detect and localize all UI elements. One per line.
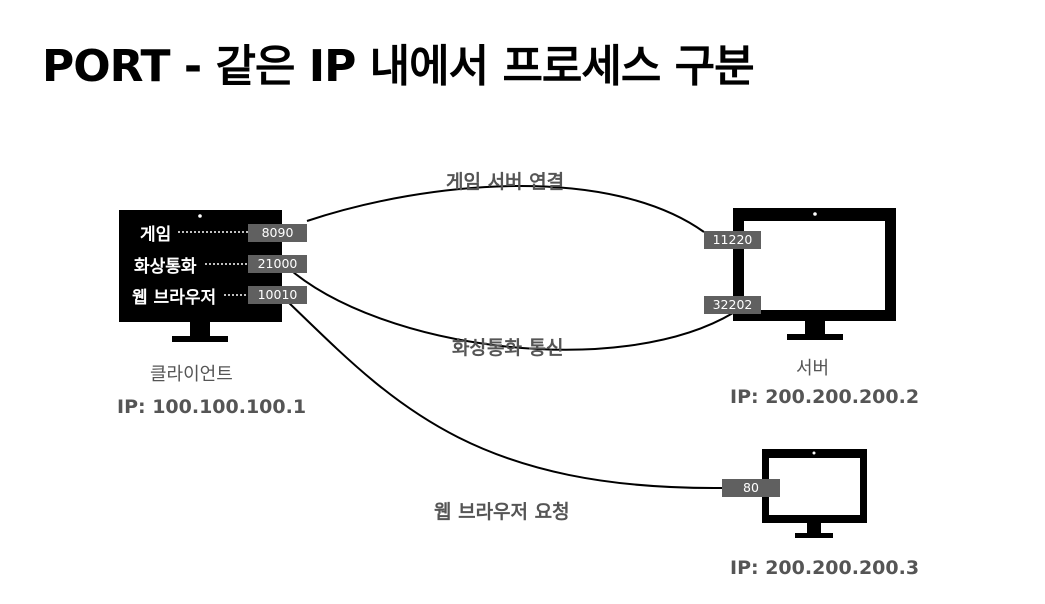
game-connection-line [306,185,705,233]
video-call-connection-label: 화상통화 통신 [452,337,564,359]
port-badge-video-call: 21000 [248,255,307,273]
client-name: 클라이언트 [150,364,233,385]
port-badge-game: 8090 [248,224,307,242]
server2-port-badge-web: 80 [722,479,780,497]
app-label-video-call: 화상통화 [134,257,197,277]
game-connection-label: 게임 서버 연결 [446,171,565,193]
server2-ip: IP: 200.200.200.3 [730,557,920,579]
server2-monitor-icon [762,449,867,538]
web-request-connection-label: 웹 브라우저 요청 [434,501,570,523]
server1-ip: IP: 200.200.200.2 [730,386,920,408]
server1-monitor-icon [733,208,896,340]
port-badge-web-browser: 10010 [248,286,307,304]
web-request-connection-line [285,299,723,490]
app-label-web-browser: 웹 브라우저 [132,288,217,308]
video-call-connection-line [285,265,734,351]
server1-name: 서버 [796,358,830,379]
page-title: PORT - 같은 IP 내에서 프로세스 구분 [42,41,755,92]
server1-port-badge-game: 11220 [704,231,761,249]
client-ip: IP: 100.100.100.1 [117,396,307,418]
server1-port-badge-video-call: 32202 [704,296,761,314]
app-label-game: 게임 [140,225,172,245]
